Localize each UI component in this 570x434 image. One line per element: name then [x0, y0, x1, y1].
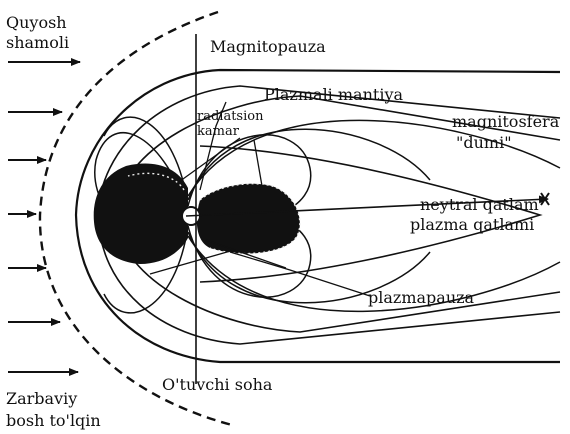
- bow-shock-label: Zarbaviy bosh to'lqin: [6, 389, 101, 430]
- plasmapause-label: plazmapauza: [368, 288, 475, 307]
- plasmasphere-nightside: [197, 184, 300, 254]
- magnetopause-label: Magnitopauza: [210, 37, 326, 56]
- plasma-mantle-label: Plazmali mantiya: [264, 85, 403, 104]
- neutral-layer-label: neytral qatlam: [420, 195, 539, 214]
- solar-wind-label: Quyosh shamoli: [6, 13, 72, 52]
- solar-wind-arrows: [8, 62, 80, 372]
- plasmasphere-dayside: [94, 164, 188, 264]
- plasma-layer-label: plazma qatlami: [410, 215, 534, 234]
- radiation-belt-label: radiatsion kamar: [197, 109, 268, 139]
- transition-region-label: O'tuvchi soha: [162, 375, 273, 394]
